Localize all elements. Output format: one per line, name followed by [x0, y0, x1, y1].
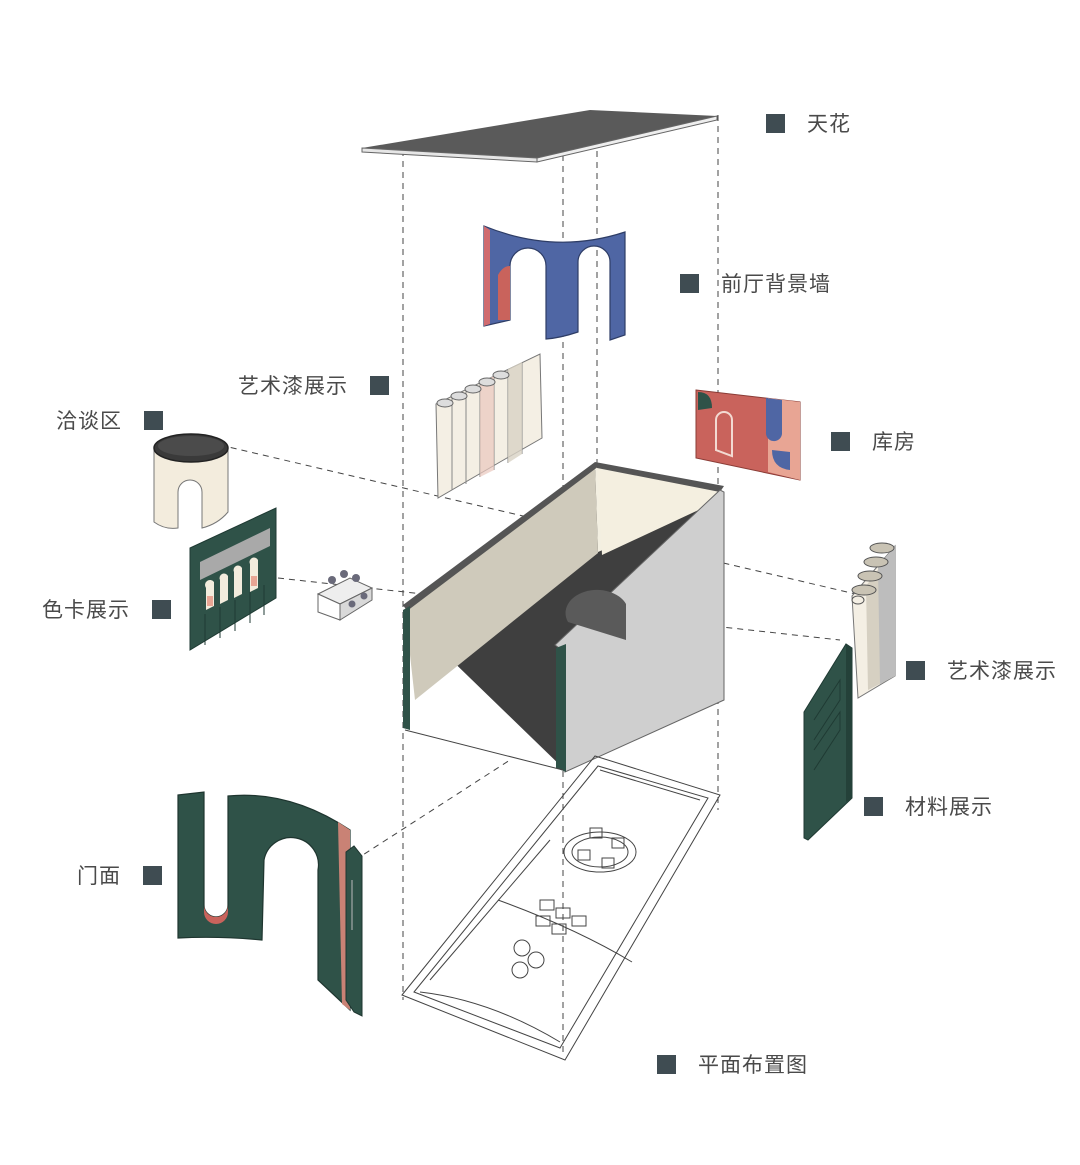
front-hall-wall	[483, 225, 626, 341]
label-color-card-display: 色卡展示	[42, 594, 171, 624]
art-paint-display-right	[851, 542, 896, 699]
guide-door	[354, 759, 511, 861]
meeting-table	[316, 570, 374, 621]
marker-square-icon	[864, 796, 883, 816]
label-text: 洽谈区	[56, 409, 122, 433]
floor-plan	[401, 755, 721, 1061]
label-text: 艺术漆展示	[238, 374, 348, 398]
ceiling-slab	[361, 110, 718, 163]
label-ceiling: 天花	[766, 108, 851, 138]
marker-square-icon	[144, 410, 163, 430]
label-storage-room: 库房	[831, 426, 916, 456]
marker-square-icon	[152, 599, 171, 619]
label-text: 天花	[807, 112, 851, 136]
marker-square-icon	[906, 660, 925, 680]
label-door-facade: 门面	[77, 860, 162, 890]
label-material-display: 材料展示	[864, 791, 993, 821]
label-text: 库房	[872, 430, 916, 454]
marker-square-icon	[143, 865, 162, 885]
label-text: 艺术漆展示	[947, 659, 1057, 683]
marker-square-icon	[766, 113, 785, 133]
label-front-hall-wall: 前厅背景墙	[680, 268, 831, 298]
storage-room-wall	[695, 389, 801, 481]
marker-square-icon	[680, 273, 699, 293]
art-paint-display-top	[435, 353, 543, 499]
label-text: 色卡展示	[42, 598, 130, 622]
negotiation-pod	[153, 433, 229, 529]
label-art-paint-display-top: 艺术漆展示	[238, 370, 389, 400]
label-art-paint-display-right: 艺术漆展示	[906, 655, 1057, 685]
label-text: 平面布置图	[698, 1053, 808, 1077]
label-negotiation-area: 洽谈区	[56, 405, 163, 435]
marker-square-icon	[831, 431, 850, 451]
label-text: 前厅背景墙	[721, 272, 831, 296]
main-space-box	[403, 462, 725, 773]
label-floor-plan: 平面布置图	[657, 1049, 808, 1079]
marker-square-icon	[370, 375, 389, 395]
door-facade	[177, 791, 363, 1017]
label-text: 门面	[77, 864, 121, 888]
label-text: 材料展示	[905, 795, 993, 819]
marker-square-icon	[657, 1054, 676, 1074]
color-card-display	[189, 507, 277, 651]
material-display	[803, 643, 853, 841]
